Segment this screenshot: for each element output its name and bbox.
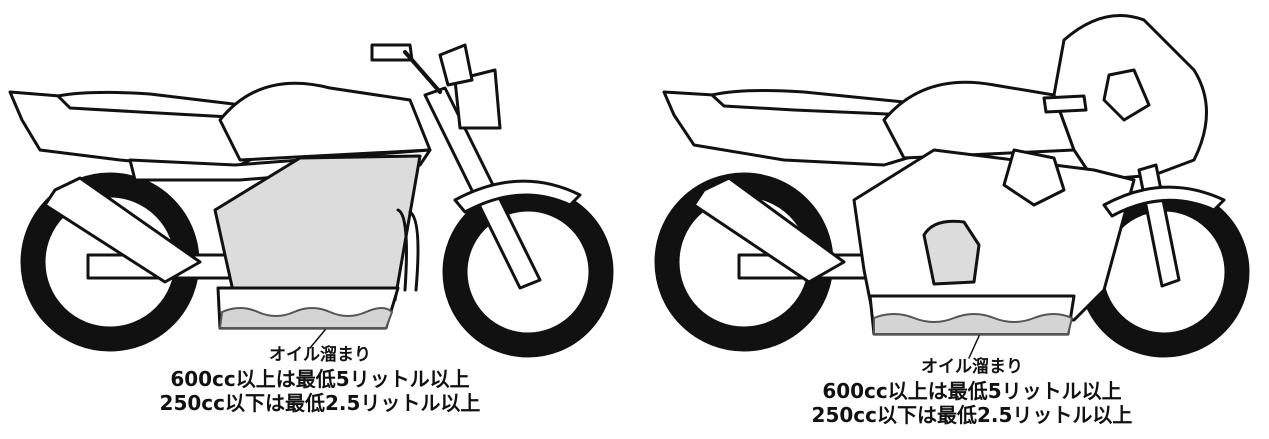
- oil-sump-label: オイル溜まり: [782, 355, 1162, 379]
- naked-bike-panel: オイル溜まり 600cc以上は最低5リットル以上 250cc以下は最低2.5リッ…: [0, 0, 634, 439]
- mirror: [440, 45, 472, 85]
- fuel-tank: [884, 82, 1074, 158]
- oil-level: [220, 308, 392, 328]
- handlebar-grip: [1044, 96, 1086, 112]
- engine-block: [924, 221, 979, 284]
- oil-level: [874, 314, 1072, 334]
- oil-sump-caption: オイル溜まり 600cc以上は最低5リットル以上 250cc以下は最低2.5リッ…: [130, 343, 510, 415]
- requirement-250cc: 250cc以下は最低2.5リットル以上: [782, 403, 1162, 427]
- requirement-600cc: 600cc以上は最低5リットル以上: [782, 379, 1162, 403]
- requirement-600cc: 600cc以上は最低5リットル以上: [130, 367, 510, 391]
- oil-sump-caption: オイル溜まり 600cc以上は最低5リットル以上 250cc以下は最低2.5リッ…: [782, 355, 1162, 427]
- requirement-250cc: 250cc以下は最低2.5リットル以上: [130, 391, 510, 415]
- fuel-tank: [220, 83, 430, 160]
- oil-sump-label: オイル溜まり: [130, 343, 510, 367]
- sport-bike-panel: オイル溜まり 600cc以上は最低5リットル以上 250cc以下は最低2.5リッ…: [634, 0, 1268, 439]
